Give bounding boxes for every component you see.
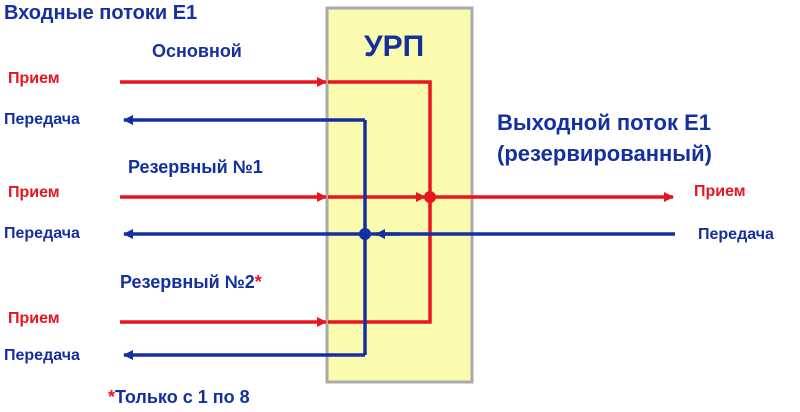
- input-name-reserve1: Резервный №1: [128, 157, 263, 177]
- reserve2-footnote-mark: *: [254, 272, 262, 292]
- device-label: УРП: [364, 30, 425, 63]
- input-name-reserve2: Резервный №2*: [120, 273, 262, 291]
- main-internal-path: [328, 80, 432, 197]
- output-title-line1: Выходной поток Е1: [497, 110, 711, 135]
- output-receive-label: Прием: [694, 183, 746, 200]
- reserve2-internal-path: [328, 197, 432, 324]
- receive-lines: [120, 77, 674, 327]
- reserve1-receive-label: Прием: [8, 184, 60, 201]
- transmit-junction: [359, 228, 371, 240]
- reserve2-transmit-label: Передача: [4, 347, 80, 364]
- inputs-title: Входные потоки Е1: [4, 2, 198, 24]
- output-title-line2: (резервированный): [497, 141, 712, 166]
- footnote-text: Только с 1 по 8: [115, 387, 250, 407]
- footnote-mark: *: [108, 387, 116, 407]
- output-transmit-label: Передача: [698, 226, 774, 243]
- main-receive-label: Прием: [8, 70, 60, 87]
- reserve2-receive-label: Прием: [8, 310, 60, 327]
- input-name-main: Основной: [152, 41, 242, 61]
- urp-box: [325, 6, 474, 384]
- footnote: *Только с 1 по 8: [108, 388, 250, 406]
- reserve2-name-text: Резервный №2: [120, 272, 255, 292]
- receive-junction: [424, 191, 436, 203]
- reserve1-transmit-label: Передача: [4, 225, 80, 242]
- main-transmit-label: Передача: [4, 111, 80, 128]
